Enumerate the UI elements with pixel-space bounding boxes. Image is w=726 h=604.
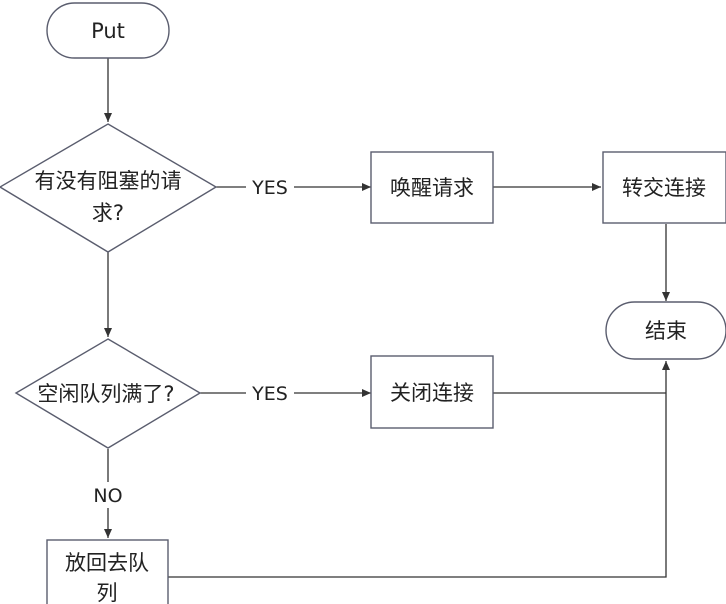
edge-label-no: NO <box>93 485 122 507</box>
node-wake-request: 唤醒请求 <box>370 151 494 224</box>
node-put-back: 放回去队 列 <box>46 539 169 604</box>
edge-putback-to-end <box>152 361 670 578</box>
node-decision-has-blocked: 有没有阻塞的请 求? <box>0 123 218 253</box>
node-end: 结束 <box>605 301 726 360</box>
node-wake-request-label: 唤醒请求 <box>390 176 474 200</box>
node-hand-over-label: 转交连接 <box>622 176 706 200</box>
node-decision-idle-full-label: 空闲队列满了? <box>37 382 174 406</box>
node-close-connection-label: 关闭连接 <box>390 381 474 405</box>
node-decision-idle-full: 空闲队列满了? <box>14 338 202 449</box>
edge-label-yes-2: YES <box>251 383 288 405</box>
edge-label-yes-1: YES <box>251 177 288 199</box>
node-put-back-line1: 放回去队 <box>65 551 149 575</box>
node-decision-has-blocked-line1: 有没有阻塞的请 <box>35 169 182 193</box>
node-hand-over: 转交连接 <box>602 151 726 224</box>
node-close-connection: 关闭连接 <box>370 355 494 429</box>
node-decision-has-blocked-line2: 求? <box>92 201 124 225</box>
node-start: Put <box>46 2 170 59</box>
node-end-label: 结束 <box>645 319 687 343</box>
node-put-back-line2: 列 <box>97 581 118 604</box>
node-start-label: Put <box>91 19 125 43</box>
